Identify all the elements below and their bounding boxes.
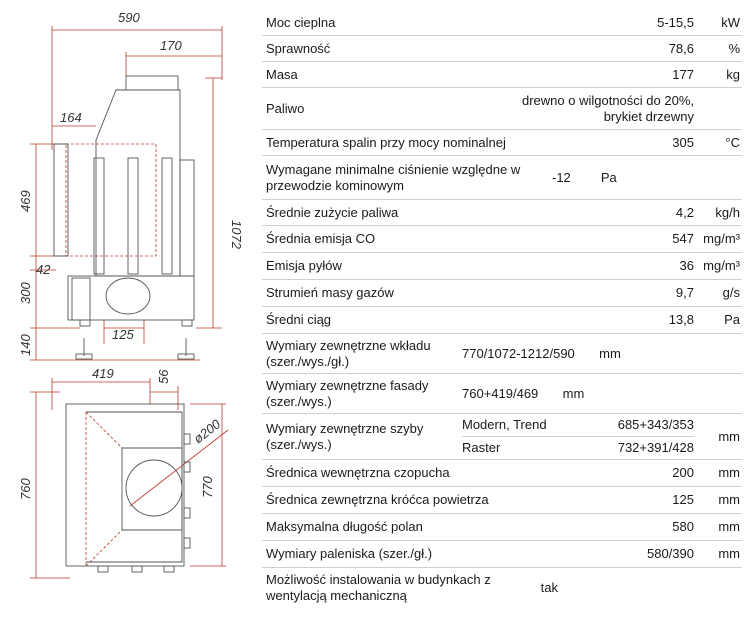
glass-variants: Modern, Trend 685+343/353 Raster 732+391… bbox=[462, 414, 694, 459]
spec-row: Możliwość instalowania w budynkach z wen… bbox=[262, 568, 742, 608]
technical-drawing: 590 170 164 469 1072 42 300 125 140 419 … bbox=[18, 10, 244, 579]
spec-value: 36 bbox=[679, 258, 694, 273]
spec-name: Masa bbox=[266, 66, 298, 82]
spec-row: Średnia emisja CO 547 mg/m³ bbox=[262, 226, 742, 253]
spec-row: Strumień masy gazów 9,7 g/s bbox=[262, 280, 742, 307]
spec-unit: kg bbox=[726, 66, 740, 82]
spec-unit: mg/m³ bbox=[703, 231, 740, 246]
spec-row: Paliwo drewno o wilgotności do 20%, bryk… bbox=[262, 88, 742, 130]
glass-variant-value: 685+343/353 bbox=[617, 416, 694, 432]
spec-name: Sprawność bbox=[266, 40, 331, 56]
spec-name: Wymiary zewnętrzne wkładu (szer./wys./gł… bbox=[266, 337, 431, 369]
spec-row: Wymagane minimalne ciśnienie względne w … bbox=[262, 156, 742, 200]
spec-name: Średnie zużycie paliwa bbox=[266, 204, 399, 220]
dim-56: 56 bbox=[156, 369, 171, 384]
spec-row: Średnica wewnętrzna czopucha 200 mm bbox=[262, 460, 742, 487]
spec-table: Moc cieplna 5-15,5 kW Sprawność 78,6 % M… bbox=[262, 10, 742, 608]
spec-value: 9,7 bbox=[675, 285, 694, 300]
spec-unit: mm bbox=[718, 492, 740, 507]
dim-760: 760 bbox=[18, 478, 33, 500]
glass-variant-row: Modern, Trend 685+343/353 bbox=[462, 414, 694, 437]
spec-value: 760+419/469 bbox=[462, 385, 539, 401]
spec-name: Wymiary zewnętrzne fasady (szer./wys.) bbox=[266, 377, 429, 409]
dim-164: 164 bbox=[60, 110, 82, 125]
glass-variant-value: 732+391/428 bbox=[617, 439, 694, 455]
dim-42: 42 bbox=[36, 262, 51, 277]
dim-300: 300 bbox=[18, 282, 33, 304]
dim-170: 170 bbox=[160, 38, 182, 53]
spec-row-glass: Wymiary zewnętrzne szyby (szer./wys.) Mo… bbox=[262, 414, 742, 460]
spec-name: Średnia emisja CO bbox=[266, 231, 376, 246]
spec-value: 5-15,5 bbox=[657, 14, 694, 30]
spec-row: Średnie zużycie paliwa 4,2 kg/h bbox=[262, 200, 742, 226]
spec-unit: mm bbox=[718, 546, 740, 561]
dim-469: 469 bbox=[18, 190, 33, 212]
spec-value: 580 bbox=[672, 519, 694, 534]
spec-value: 770/1072-1212/590 bbox=[462, 345, 575, 361]
stove-front-view bbox=[53, 75, 195, 360]
spec-unit: °C bbox=[725, 134, 740, 150]
spec-value: 177 bbox=[672, 66, 694, 82]
spec-value: 305 bbox=[672, 134, 694, 150]
dim-590: 590 bbox=[118, 10, 140, 25]
spec-value: 125 bbox=[672, 492, 694, 507]
spec-unit: mm bbox=[599, 345, 621, 361]
spec-value: drewno o wilgotności do 20%, brykiet drz… bbox=[522, 92, 694, 124]
spec-name: Emisja pyłów bbox=[266, 258, 342, 273]
glass-variant-label: Raster bbox=[462, 439, 501, 455]
spec-row: Emisja pyłów 36 mg/m³ bbox=[262, 253, 742, 280]
spec-name: Paliwo bbox=[266, 100, 305, 116]
spec-value: 580/390 bbox=[647, 546, 694, 561]
stove-top-view bbox=[65, 403, 191, 573]
spec-unit: mg/m³ bbox=[703, 258, 740, 273]
spec-value: -12 bbox=[552, 169, 571, 185]
spec-unit: mm bbox=[562, 385, 585, 401]
spec-row: Średni ciąg 13,8 Pa bbox=[262, 307, 742, 334]
dim-125: 125 bbox=[112, 327, 134, 342]
spec-row: Maksymalna długość polan 580 mm bbox=[262, 514, 742, 541]
dim-419: 419 bbox=[92, 366, 114, 381]
spec-value: 4,2 bbox=[675, 204, 694, 220]
dim-diameter-200: ø200 bbox=[191, 416, 224, 447]
spec-name: Średnica wewnętrzna czopucha bbox=[266, 465, 450, 480]
dim-140: 140 bbox=[18, 334, 33, 356]
spec-name: Wymiary zewnętrzne szyby (szer./wys.) bbox=[266, 420, 424, 452]
dim-1072: 1072 bbox=[229, 220, 244, 250]
spec-row: Sprawność 78,6 % bbox=[262, 36, 742, 62]
spec-row: Wymiary zewnętrzne fasady (szer./wys.) 7… bbox=[262, 374, 742, 414]
spec-unit: % bbox=[728, 40, 740, 56]
dimension-lines bbox=[30, 26, 229, 579]
spec-name: Średni ciąg bbox=[266, 312, 332, 327]
spec-unit: kg/h bbox=[715, 204, 740, 220]
spec-name: Średnica zewnętrzna króćca powietrza bbox=[266, 492, 489, 507]
spec-name: Wymiary paleniska (szer./gł.) bbox=[266, 546, 433, 561]
glass-variant-label: Modern, Trend bbox=[462, 416, 547, 432]
spec-unit: g/s bbox=[722, 285, 740, 300]
spec-name: Moc cieplna bbox=[266, 14, 336, 30]
glass-variant-row: Raster 732+391/428 bbox=[462, 437, 694, 459]
spec-unit: mm bbox=[718, 519, 740, 534]
dim-770: 770 bbox=[200, 476, 215, 498]
spec-row: Wymiary paleniska (szer./gł.) 580/390 mm bbox=[262, 541, 742, 568]
spec-name: Strumień masy gazów bbox=[266, 285, 394, 300]
spec-unit: tak bbox=[540, 580, 558, 595]
spec-unit: kW bbox=[721, 14, 740, 30]
spec-value: 200 bbox=[672, 465, 694, 480]
spec-unit: Pa bbox=[600, 169, 617, 185]
spec-name: Maksymalna długość polan bbox=[266, 519, 423, 534]
spec-unit: mm bbox=[718, 428, 740, 444]
spec-row: Wymiary zewnętrzne wkładu (szer./wys./gł… bbox=[262, 334, 742, 374]
spec-unit: Pa bbox=[724, 312, 740, 327]
spec-unit: mm bbox=[718, 465, 740, 480]
spec-name: Wymagane minimalne ciśnienie względne w … bbox=[266, 161, 521, 193]
spec-row: Masa 177 kg bbox=[262, 62, 742, 88]
spec-row: Moc cieplna 5-15,5 kW bbox=[262, 10, 742, 36]
spec-value: 78,6 bbox=[668, 40, 694, 56]
spec-name: Możliwość instalowania w budynkach z wen… bbox=[266, 572, 491, 603]
spec-name: Temperatura spalin przy mocy nominalnej bbox=[266, 134, 506, 150]
spec-row: Średnica zewnętrzna króćca powietrza 125… bbox=[262, 487, 742, 514]
spec-row: Temperatura spalin przy mocy nominalnej … bbox=[262, 130, 742, 156]
spec-value: 13,8 bbox=[668, 312, 694, 327]
spec-value: 547 bbox=[672, 231, 694, 246]
